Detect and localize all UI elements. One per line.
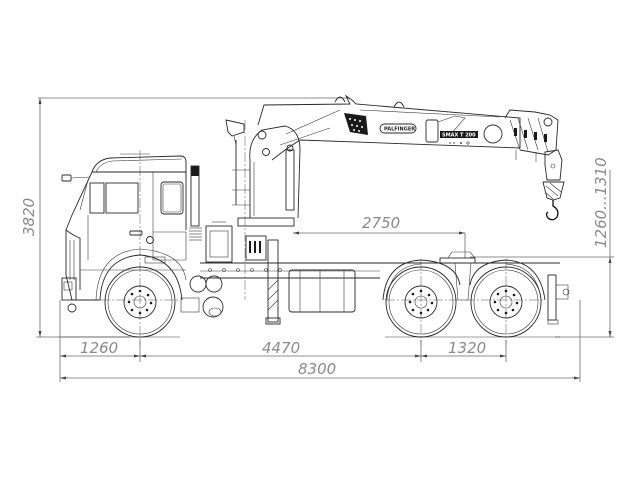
crane-column	[205, 119, 301, 263]
dim-front-overhang: 1260	[80, 339, 118, 357]
dimension-lines	[36, 97, 614, 382]
dim-fifth-wheel-height: 1260...1310	[592, 157, 610, 248]
crane-model-label: SMAX T 200	[442, 133, 476, 139]
dim-crane-reach: 2750	[362, 214, 400, 232]
dim-overall-height: 3820	[20, 198, 38, 236]
dim-wheelbase: 4470	[262, 339, 300, 357]
rear-wheel-1	[382, 259, 461, 338]
dim-rear-axle-spacing: 1320	[448, 339, 486, 357]
crane-boom: PALFINGER SMAX T 200	[257, 94, 521, 161]
chassis-frame	[180, 239, 570, 325]
dim-overall-length: 8300	[298, 360, 336, 378]
rear-wheel-2	[469, 259, 546, 338]
truck-cab	[61, 153, 202, 313]
crane-brand-label: PALFINGER	[384, 127, 415, 133]
front-wheel	[104, 266, 176, 338]
crane-boom-tip	[504, 109, 565, 221]
center-lines	[60, 120, 560, 345]
